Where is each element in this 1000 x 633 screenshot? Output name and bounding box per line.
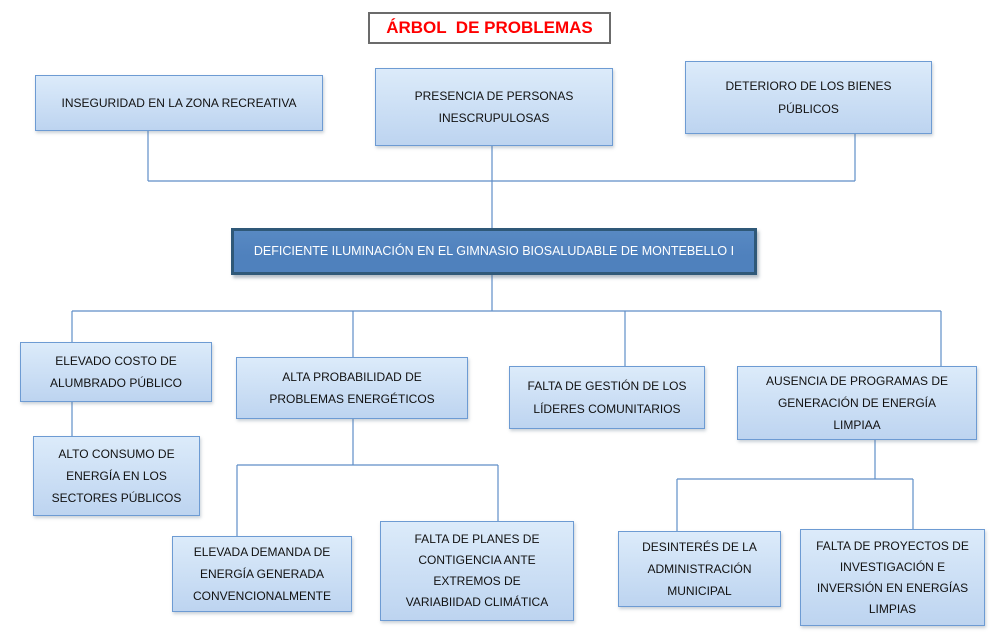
subcause-label: FALTA DE PROYECTOS DE INVESTIGACIÓN E IN… (816, 538, 969, 616)
effect-box-inseguridad: INSEGURIDAD EN LA ZONA RECREATIVA (35, 75, 323, 131)
subcause-label: DESINTERÉS DE LA ADMINISTRACIÓN MUNICIPA… (642, 539, 757, 599)
cause-label: ALTA PROBABILIDAD DE PROBLEMAS ENERGÉTIC… (269, 369, 435, 406)
cause-box-problemas-energeticos: ALTA PROBABILIDAD DE PROBLEMAS ENERGÉTIC… (236, 357, 468, 419)
effect-box-personas-inescrupulosas: PRESENCIA DE PERSONAS INESCRUPULOSAS (375, 68, 613, 146)
cause-box-programas-energia-limpia: AUSENCIA DE PROGRAMAS DE GENERACIÓN DE E… (737, 366, 977, 440)
cause-box-gestion-lideres: FALTA DE GESTIÓN DE LOS LÍDERES COMUNITA… (509, 366, 705, 429)
cause-label: AUSENCIA DE PROGRAMAS DE GENERACIÓN DE E… (765, 373, 949, 433)
cause-label: FALTA DE GESTIÓN DE LOS LÍDERES COMUNITA… (527, 379, 687, 416)
subcause-box-desinteres-administracion: DESINTERÉS DE LA ADMINISTRACIÓN MUNICIPA… (618, 531, 781, 607)
diagram-title: ÁRBOL DE PROBLEMAS (368, 12, 611, 44)
subcause-box-consumo-energia: ALTO CONSUMO DE ENERGÍA EN LOS SECTORES … (33, 436, 200, 516)
central-problem-box: DEFICIENTE ILUMINACIÓN EN EL GIMNASIO BI… (231, 228, 757, 275)
effect-label: DETERIORO DE LOS BIENES PÚBLICOS (725, 79, 892, 116)
cause-box-costo-alumbrado: ELEVADO COSTO DE ALUMBRADO PÚBLICO (20, 342, 212, 402)
cause-label: ELEVADO COSTO DE ALUMBRADO PÚBLICO (49, 353, 183, 390)
central-problem-label: DEFICIENTE ILUMINACIÓN EN EL GIMNASIO BI… (253, 244, 735, 258)
subcause-label: FALTA DE PLANES DE CONTIGENCIA ANTE EXTR… (405, 532, 549, 609)
effect-label: PRESENCIA DE PERSONAS INESCRUPULOSAS (414, 88, 574, 125)
subcause-box-proyectos-investigacion: FALTA DE PROYECTOS DE INVESTIGACIÓN E IN… (800, 529, 985, 626)
subcause-box-demanda-energia: ELEVADA DEMANDA DE ENERGÍA GENERADA CONV… (172, 536, 352, 612)
effect-label: INSEGURIDAD EN LA ZONA RECREATIVA (61, 95, 297, 110)
subcause-label: ELEVADA DEMANDA DE ENERGÍA GENERADA CONV… (192, 544, 332, 604)
subcause-box-planes-contingencia: FALTA DE PLANES DE CONTIGENCIA ANTE EXTR… (380, 521, 574, 621)
effect-box-deterioro-bienes: DETERIORO DE LOS BIENES PÚBLICOS (685, 61, 932, 134)
subcause-label: ALTO CONSUMO DE ENERGÍA EN LOS SECTORES … (51, 446, 182, 506)
